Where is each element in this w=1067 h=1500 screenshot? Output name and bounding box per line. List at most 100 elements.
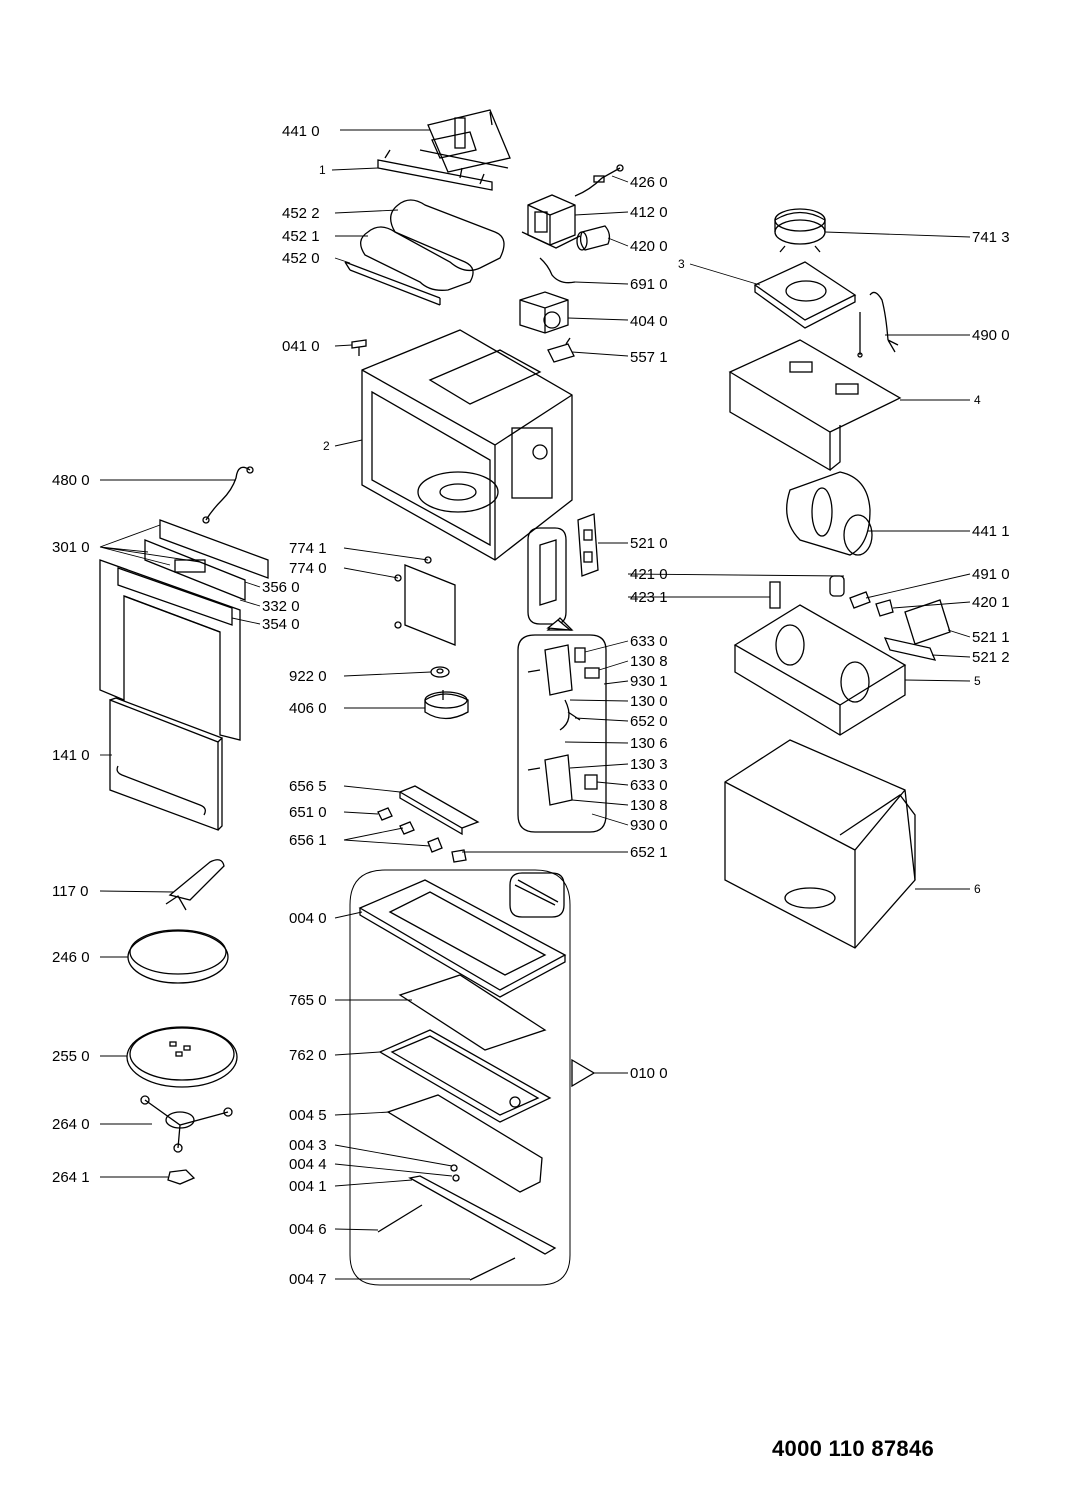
callout-7413: 741 3	[972, 229, 1010, 246]
callout-1: 1	[319, 163, 326, 177]
part-6-outer-frame	[724, 739, 916, 949]
callout-9220: 922 0	[289, 668, 327, 685]
callout-3: 3	[678, 257, 685, 271]
callout-4520: 452 0	[282, 250, 320, 267]
part-1410-door	[109, 697, 224, 831]
part-9220-washer	[430, 666, 450, 678]
callout-2: 2	[323, 439, 330, 453]
callout-5: 5	[974, 674, 981, 688]
part-5-base-chassis	[733, 604, 907, 736]
callout-6565: 656 5	[289, 778, 327, 795]
callout-0043: 004 3	[289, 1137, 327, 1154]
callout-1306: 130 6	[630, 735, 668, 752]
callout-1300: 130 0	[630, 693, 668, 710]
document-number: 4000 110 87846	[772, 1436, 935, 1461]
callout-4120: 412 0	[630, 204, 668, 221]
part-4040-magnetron	[519, 291, 569, 334]
callout-labels: 441 0 1 426 0 452 2 412 0 452 1 420 0 74…	[52, 123, 1010, 1288]
part-2550-turntable	[126, 1026, 238, 1088]
callout-2550: 255 0	[52, 1048, 90, 1065]
part-452-covers	[344, 199, 505, 306]
part-656-hinge-parts	[377, 785, 480, 863]
callout-7741: 774 1	[289, 540, 327, 557]
callout-4800: 480 0	[52, 472, 90, 489]
part-4200-capacitor	[576, 225, 611, 251]
callout-0040: 004 0	[289, 910, 327, 927]
part-2641-drive-coupler	[167, 1169, 196, 1185]
part-4900-sensor-cable	[857, 291, 899, 358]
callout-6910: 691 0	[630, 276, 668, 293]
callout-0100: 010 0	[630, 1065, 668, 1082]
callout-6561: 656 1	[289, 832, 327, 849]
callout-6330a: 633 0	[630, 633, 668, 650]
callout-3010: 301 0	[52, 539, 90, 556]
callout-3320: 332 0	[262, 598, 300, 615]
part-4120-transformer	[521, 194, 581, 249]
callout-4060: 406 0	[289, 700, 327, 717]
callout-2640: 264 0	[52, 1116, 90, 1133]
callout-4200: 420 0	[630, 238, 668, 255]
part-4410-bracket	[419, 109, 511, 173]
callout-2460: 246 0	[52, 949, 90, 966]
part-2-oven-cavity	[361, 329, 573, 561]
callout-4521: 452 1	[282, 228, 320, 245]
callout-7620: 762 0	[289, 1047, 327, 1064]
callout-0046: 004 6	[289, 1221, 327, 1238]
callout-7740: 774 0	[289, 560, 327, 577]
callout-5210: 521 0	[630, 535, 668, 552]
callout-4: 4	[974, 393, 981, 407]
part-5210-switch-bracket	[577, 513, 599, 577]
callout-0044: 004 4	[289, 1156, 327, 1173]
callout-6330b: 633 0	[630, 777, 668, 794]
callout-5571: 557 1	[630, 349, 668, 366]
callout-3560: 356 0	[262, 579, 300, 596]
callout-1303: 130 3	[630, 756, 668, 773]
callout-4900: 490 0	[972, 327, 1010, 344]
callout-4410: 441 0	[282, 123, 320, 140]
part-interlock-assembly	[517, 527, 607, 833]
part-4411-blower	[786, 471, 873, 556]
callout-1410: 141 0	[52, 747, 90, 764]
callout-0041: 004 1	[289, 1178, 327, 1195]
callout-4210: 421 0	[630, 566, 668, 583]
part-2460-roller-ring	[127, 929, 229, 984]
callout-4910: 491 0	[972, 566, 1010, 583]
part-4060-motor	[424, 690, 469, 720]
callout-4201: 420 1	[972, 594, 1010, 611]
callout-0410: 041 0	[282, 338, 320, 355]
part-1-rail	[377, 149, 493, 191]
callout-3540: 354 0	[262, 616, 300, 633]
part-4260-cable	[574, 164, 624, 197]
part-7413-fan-motor	[774, 208, 826, 253]
part-electrical-parts	[769, 575, 951, 661]
callout-4040: 404 0	[630, 313, 668, 330]
callout-4260: 426 0	[630, 174, 668, 191]
leader-lines	[99, 129, 971, 1280]
part-2640-roller-support	[140, 1095, 233, 1153]
callout-1308b: 130 8	[630, 797, 668, 814]
callout-7650: 765 0	[289, 992, 327, 1009]
callout-4411: 441 1	[972, 523, 1010, 540]
callout-6510: 651 0	[289, 804, 327, 821]
part-0410-screw	[351, 339, 367, 356]
part-6910-wire	[539, 257, 576, 284]
part-5571-sensor	[547, 337, 575, 363]
callout-6520: 652 0	[630, 713, 668, 730]
part-3-fan-housing	[753, 261, 857, 329]
callout-9301: 930 1	[630, 673, 668, 690]
callout-5212: 521 2	[972, 649, 1010, 666]
callout-6: 6	[974, 882, 981, 896]
callout-1308a: 130 8	[630, 653, 668, 670]
callout-1170: 117 0	[52, 883, 88, 900]
part-3010-front-panel	[99, 519, 269, 741]
callout-5211: 521 1	[972, 629, 1010, 646]
callout-9300: 930 0	[630, 817, 668, 834]
callout-2641: 264 1	[52, 1169, 90, 1186]
part-0100-grill-kit	[349, 869, 571, 1286]
callout-6521: 652 1	[630, 844, 668, 861]
part-4-top-cover	[728, 339, 902, 472]
callout-0047: 004 7	[289, 1271, 327, 1288]
callout-4522: 452 2	[282, 205, 320, 222]
callout-0045: 004 5	[289, 1107, 327, 1124]
